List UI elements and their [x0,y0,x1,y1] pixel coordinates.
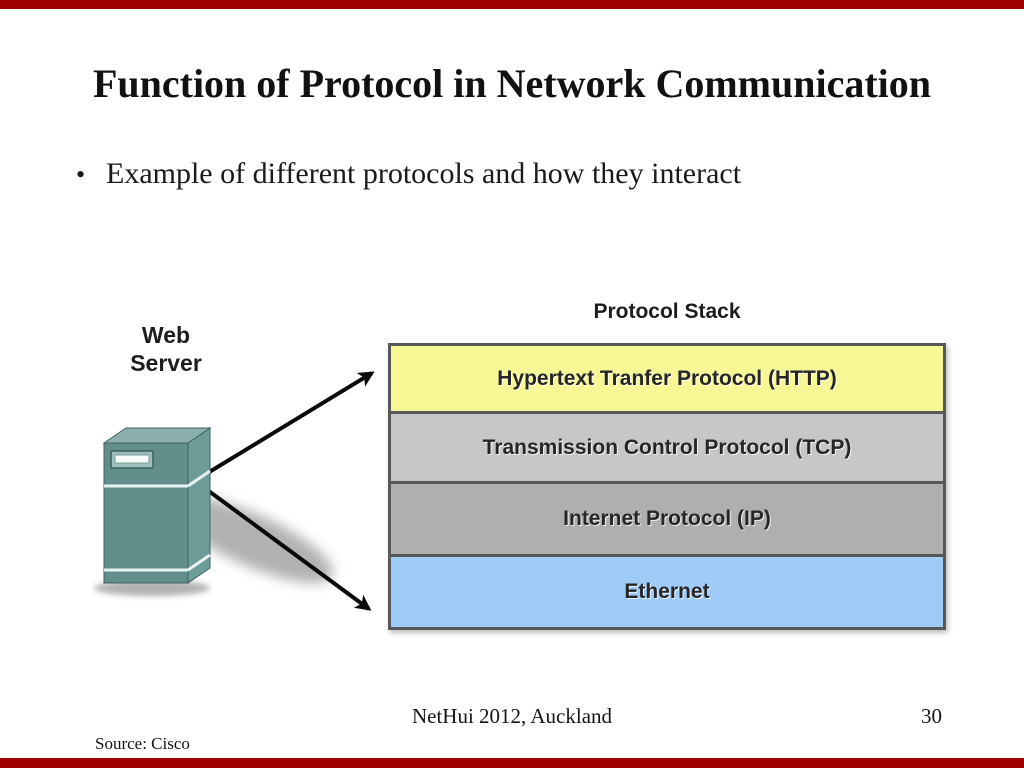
protocol-layer-ip-label: Internet Protocol (IP) [563,507,771,530]
protocol-stack-table: Hypertext Tranfer Protocol (HTTP) Transm… [388,343,946,630]
viewer-chrome-bar-top [0,0,1024,9]
server-cast-shadow [170,497,334,583]
footer-source-note: Source: Cisco [95,734,190,753]
footer-page-number: 30 [921,704,942,728]
protocol-layer-ethernet-label: Ethernet [624,580,710,603]
server-base-shadow [94,580,210,596]
protocol-layer-http: Hypertext Tranfer Protocol (HTTP) [391,346,943,414]
web-server-label-line1: Web [141,322,191,348]
bullet-item: • Example of different protocols and how… [76,155,956,195]
page-title: Function of Protocol in Network Communic… [92,61,932,106]
footer-event-name: NetHui 2012, Auckland [411,704,613,728]
arrow-to-http [204,371,375,476]
protocol-layer-tcp-label: Transmission Control Protocol (TCP) [482,435,852,459]
protocol-layer-ethernet: Ethernet [391,557,943,627]
web-server-label: Web Server [96,321,236,377]
protocol-layer-tcp: Transmission Control Protocol (TCP) [391,414,943,484]
protocol-layer-http-label: Hypertext Tranfer Protocol (HTTP) [497,366,837,390]
protocol-stack-title: Protocol Stack [593,300,741,323]
web-server-label-line2: Server [130,350,202,376]
viewer-chrome-bar-bottom [0,758,1024,768]
bullet-marker: • [76,160,86,189]
arrow-to-ethernet [204,487,372,611]
server-tower-icon [102,427,212,584]
server-drive-slot [110,450,154,469]
bullet-text: Example of different protocols and how t… [106,157,742,190]
protocol-layer-ip: Internet Protocol (IP) [391,484,943,557]
